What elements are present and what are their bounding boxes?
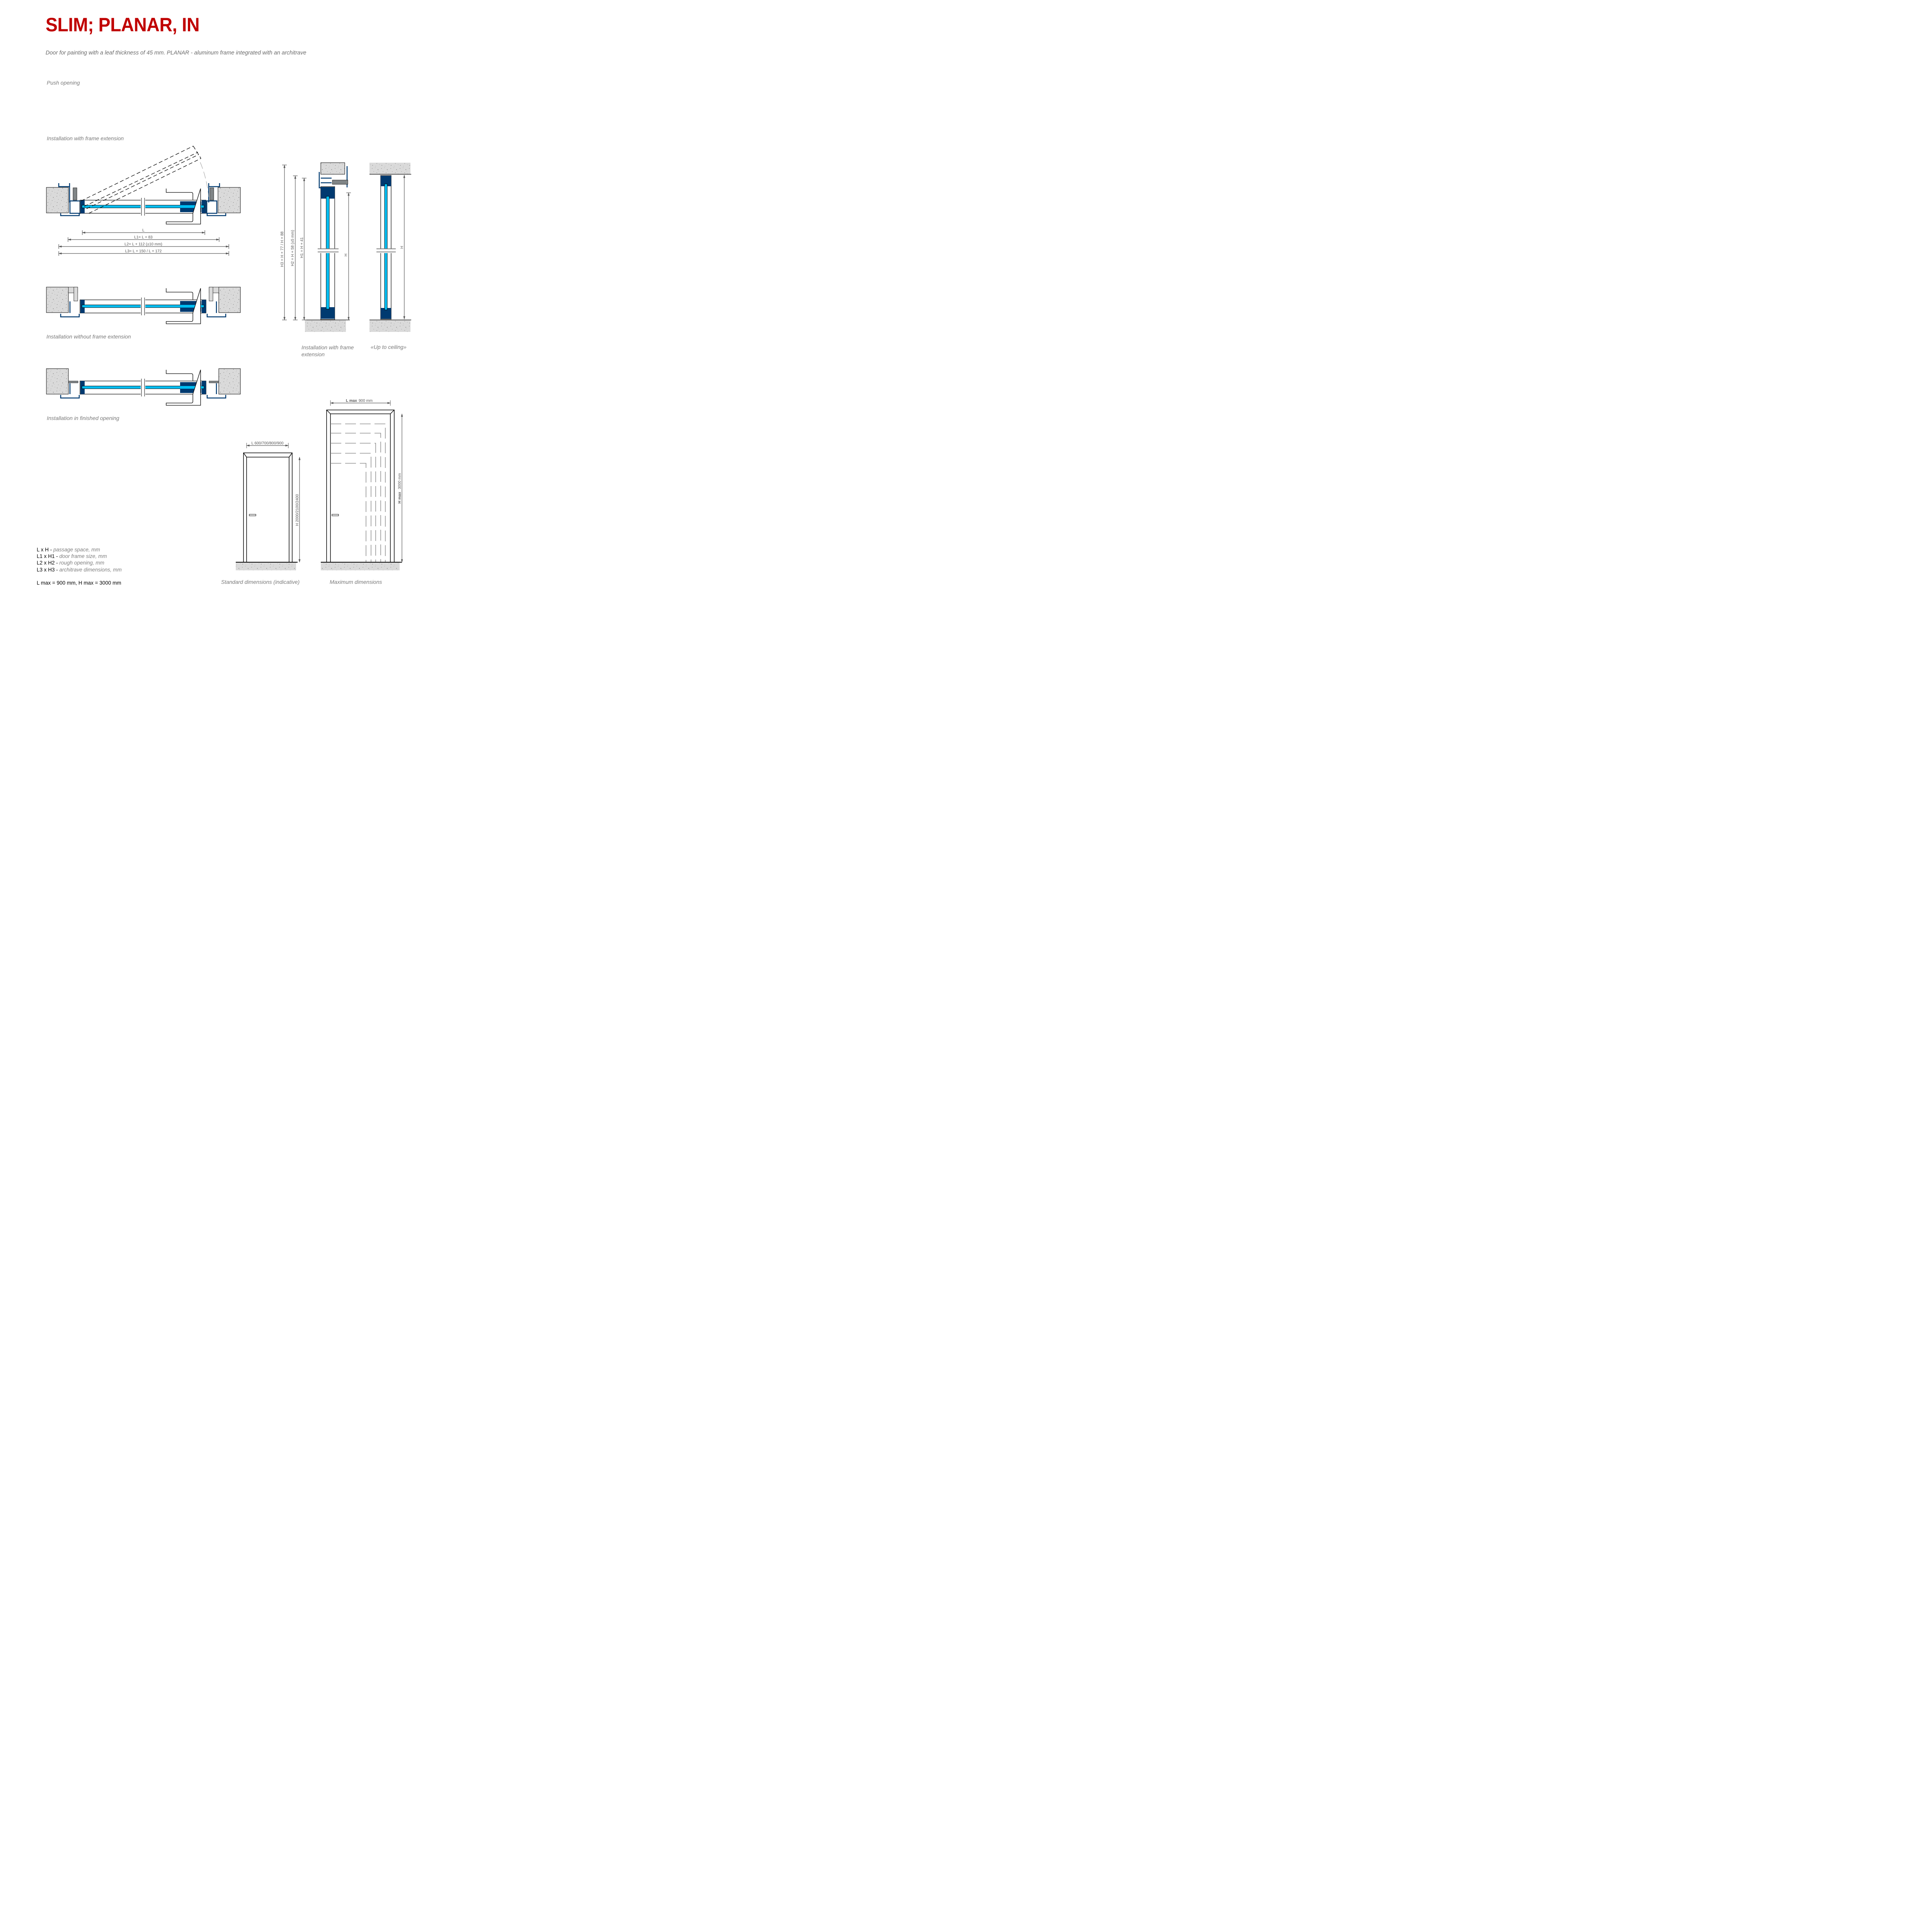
legend-desc: rough opening, mm: [59, 560, 104, 566]
plan-without-frame-extension: [46, 287, 241, 324]
dim-L3: L3= L + 150 / L + 172: [125, 249, 162, 253]
door-handle: [166, 188, 201, 224]
dim-H: H: [344, 253, 348, 256]
legend-key: L2 x H2 -: [37, 560, 60, 566]
size-limits: L max = 900 mm, H max = 3000 mm: [37, 580, 121, 586]
dim-max-height-label: H max: [398, 492, 402, 503]
legend-desc: architrave dimensions, mm: [59, 566, 122, 573]
lock-core: [180, 205, 202, 208]
legend-desc: passage space, mm: [53, 547, 100, 553]
dim-standard-width: L 600/700/800/900: [251, 441, 283, 446]
frame-jamb-left: [69, 200, 81, 214]
legend-row: L3 x H3 - architrave dimensions, mm: [37, 566, 122, 573]
frame-profile-left: [58, 183, 80, 216]
vertical-dimensions: [282, 165, 351, 320]
dim-H3: H3 = H + 77 / H + 88: [280, 231, 284, 267]
leaf-core: [384, 184, 388, 310]
floor-slab: [369, 320, 410, 332]
legend-row: L1 x H1 - door frame size, mm: [37, 553, 122, 560]
caption-push-opening: Push opening: [47, 80, 80, 86]
frame-profile-right: [206, 301, 226, 318]
wall-right: [218, 368, 241, 395]
dim-H1: H1 = H + 41: [300, 237, 304, 258]
caption-maximum-dimensions: Maximum dimensions: [330, 579, 382, 585]
caption-with-extension: Installation with frame extension: [47, 135, 124, 141]
legend-row: L x H - passage space, mm: [37, 546, 122, 553]
legend-row: L2 x H2 - rough opening, mm: [37, 560, 122, 566]
legend-key: L x H -: [37, 547, 54, 553]
door-handle: [166, 288, 201, 324]
page-subtitle: Door for painting with a leaf thickness …: [46, 50, 306, 56]
ceiling-slab: [369, 163, 410, 174]
frame-profile-right: [206, 183, 226, 216]
plan-with-frame-extension: L L1= L + 83 L2= L + 112 (±10 mm) L3= L …: [46, 146, 241, 256]
floor-slab: [305, 320, 346, 332]
plan-finished-opening: [46, 368, 241, 406]
dim-H2: H2 = H + 58 (±5 mm): [291, 230, 295, 266]
horizontal-dimensions: [58, 230, 229, 256]
frame-profile-left: [60, 301, 80, 318]
caption-standard-dimensions: Standard dimensions (indicative): [221, 579, 300, 585]
dim-max-width-value: 900 mm: [359, 399, 373, 403]
dim-H-ceiling: H: [400, 246, 404, 248]
technical-drawing: L L1= L + 83 L2= L + 112 (±10 mm) L3= L …: [46, 146, 411, 570]
extension-board-right: [209, 187, 214, 201]
legend: L x H - passage space, mm L1 x H1 - door…: [37, 546, 122, 586]
section-vertical-with-extension: H3 = H + 77 / H + 88 H2 = H + 58 (±5 mm)…: [280, 162, 351, 332]
door-handle: [166, 369, 201, 406]
door-frame-maximum: [326, 410, 395, 562]
dim-L: L: [142, 228, 145, 233]
break-gap: [141, 199, 145, 215]
elevation-maximum: L max 900 mm H max 3000 mm: [321, 399, 403, 570]
wall-left: [46, 368, 69, 395]
legend-key: L3 x H3 -: [37, 566, 60, 573]
elevation-standard: L 600/700/800/900 H 2000/2100/2400: [236, 441, 301, 570]
page-title: SLIM; PLANAR, IN: [46, 14, 200, 36]
door-frame-standard: [243, 452, 293, 562]
drawing-sheet: SLIM; PLANAR, IN Door for painting with …: [0, 0, 425, 601]
head-frame-profile: [318, 166, 348, 189]
dim-standard-height: H 2000/2100/2400: [295, 494, 300, 526]
floor-slab: [236, 563, 296, 570]
caption-without-extension: Installation without frame extension: [46, 333, 131, 340]
dim-max-width-label: L max: [346, 399, 357, 403]
wall-right: [218, 287, 241, 313]
frame-profile-right: [206, 383, 226, 399]
floor-slab: [321, 563, 400, 570]
wall-right: [218, 187, 241, 213]
caption-up-to-ceiling: «Up to ceiling»: [371, 344, 407, 350]
handle-standard: [249, 514, 256, 516]
handle-maximum: [332, 514, 339, 516]
section-up-to-ceiling: H: [369, 163, 411, 332]
wall-left: [46, 187, 69, 213]
open-leaf-dashed: [81, 146, 201, 214]
legend-key: L1 x H1 -: [37, 553, 60, 560]
frame-jamb-right: [206, 200, 218, 214]
head-extension-board: [332, 180, 348, 185]
size-variants-dashed: [330, 423, 386, 562]
dim-L2: L2= L + 112 (±10 mm): [124, 242, 162, 247]
wall-left: [46, 287, 69, 313]
caption-vertical-with-extension: Installation with frame extension: [301, 344, 354, 357]
caption-finished-opening: Installation in finished opening: [47, 415, 119, 421]
dim-max-height-value: 3000 mm: [398, 473, 402, 489]
extension-board-left: [73, 187, 77, 201]
dim-L1: L1= L + 83: [134, 235, 153, 240]
frame-profile-left: [60, 383, 80, 399]
swing-arc: [200, 162, 209, 197]
ceiling-slab: [320, 162, 345, 175]
legend-desc: door frame size, mm: [59, 553, 107, 560]
